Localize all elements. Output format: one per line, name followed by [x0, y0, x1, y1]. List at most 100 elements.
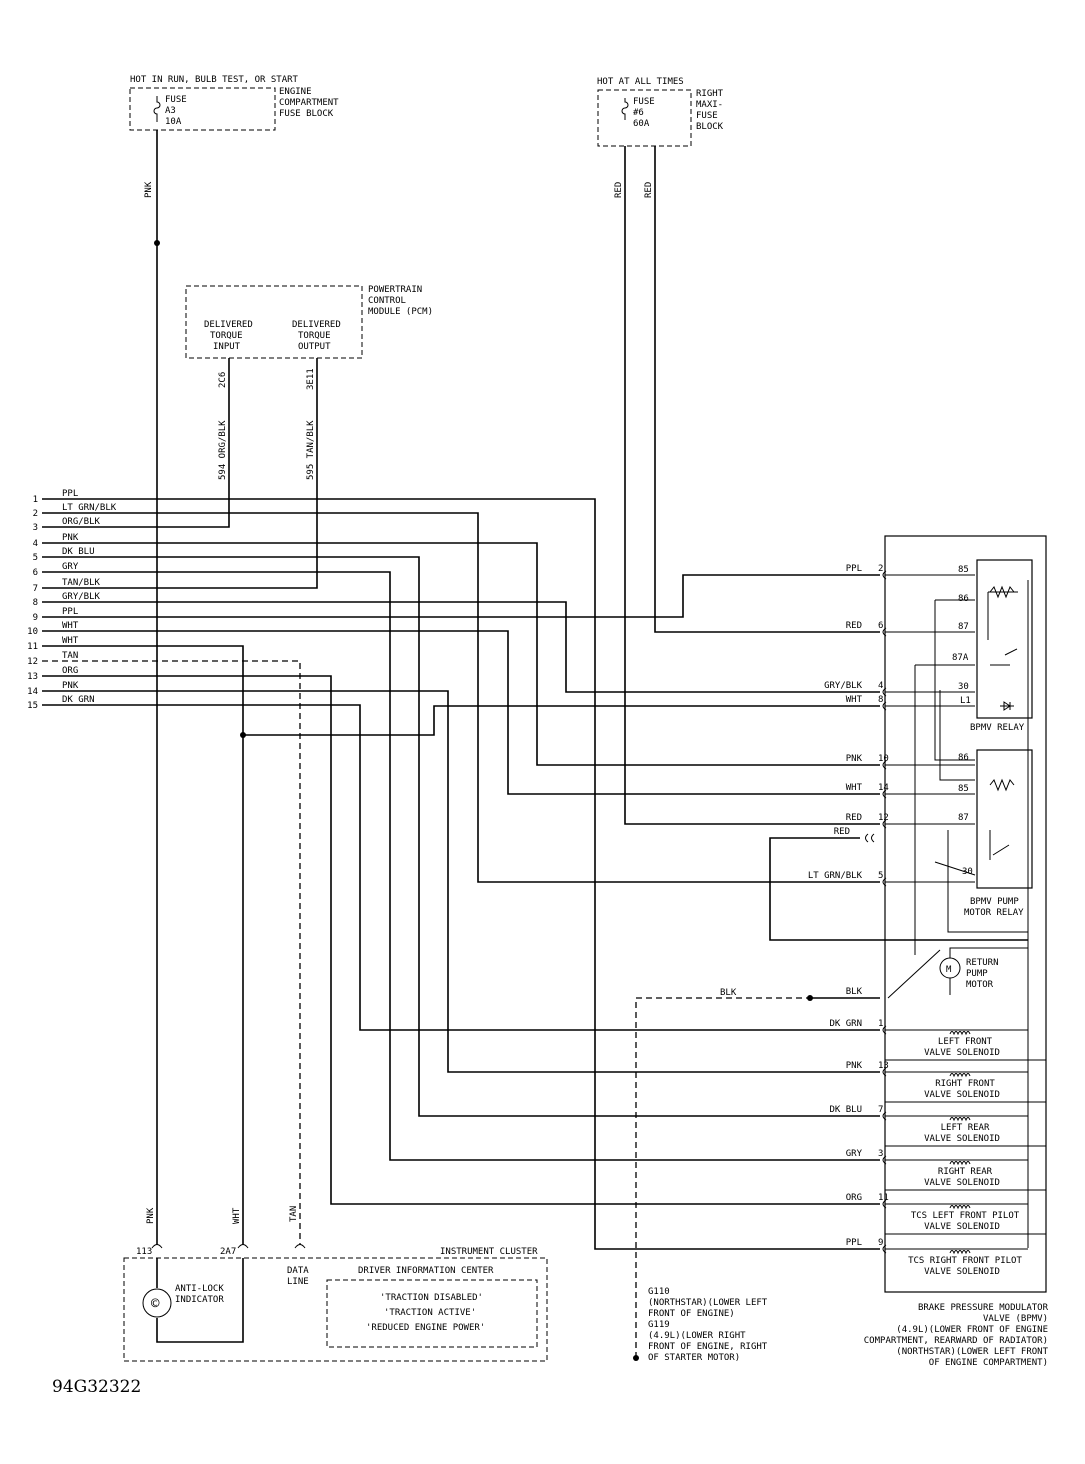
bpmv-wire-color: PNK — [846, 1061, 863, 1071]
bpmv-pin-number: 5 — [878, 871, 883, 881]
bpmv-wire-color: RED — [834, 827, 850, 837]
solenoid-coil-icon — [949, 1031, 971, 1036]
bus-wire-color: PNK — [62, 533, 79, 543]
bus-number: 9 — [33, 613, 38, 623]
fuse-6-block-3: FUSE — [696, 111, 718, 121]
bpmv-relay-switch-icon — [987, 592, 1018, 666]
bpmv-caption-line: BRAKE PRESSURE MODULATOR — [918, 1303, 1049, 1313]
fuse-6-line-2: #6 — [633, 108, 644, 118]
bpmv-wire-color: LT GRN/BLK — [808, 871, 863, 881]
bpmv-pin-number: 2 — [878, 564, 883, 574]
bpmv-relay-pin-87: 87 — [958, 622, 969, 632]
pcm-input-pin: 2C6 — [218, 372, 228, 388]
pcm-section: POWERTRAIN CONTROL MODULE (PCM) DELIVERE… — [185, 285, 433, 480]
cluster-wire-wht: WHT — [232, 1207, 242, 1224]
solenoid-label-1: LEFT FRONT — [938, 1037, 993, 1047]
fuse-a3-line-3: 10A — [165, 117, 182, 127]
pcm-output-1: DELIVERED — [292, 320, 341, 330]
bpmv-relay-coil-icon — [988, 585, 1018, 599]
bus-wire-color: DK GRN — [62, 695, 95, 705]
motor-symbol: M — [946, 965, 952, 975]
bpmv-wire-color: GRY/BLK — [824, 681, 863, 691]
pump-relay-pin-87: 87 — [958, 813, 969, 823]
dic-title: DRIVER INFORMATION CENTER — [358, 1266, 494, 1276]
bpmv-relay-pin-l1: L1 — [960, 696, 971, 706]
solenoid-coil-icon — [949, 1205, 971, 1210]
bpmv-wire-color: PPL — [846, 564, 862, 574]
bpmv-pin-number: 9 — [878, 1238, 883, 1248]
pump-relay-pin-86: 86 — [958, 753, 969, 763]
bus-number: 10 — [27, 627, 38, 637]
pump-relay-switch-icon — [989, 830, 1010, 860]
bus-number: 11 — [27, 642, 38, 652]
bpmv-pin-number: 10 — [878, 754, 889, 764]
solenoid-coil-icon — [949, 1117, 971, 1122]
fuse-6-block-2: MAXI- — [696, 100, 723, 110]
pump-relay-label-2: MOTOR RELAY — [964, 908, 1024, 918]
fuse-6-hot-label: HOT AT ALL TIMES — [597, 77, 684, 87]
bpmv-wire-color: GRY — [846, 1149, 863, 1159]
solenoid-coil-icon — [949, 1073, 971, 1078]
pcm-title-2: CONTROL — [368, 296, 406, 306]
bpmv-wire-color: PPL — [846, 1238, 862, 1248]
bpmv-pin-number: 4 — [878, 681, 883, 691]
solenoid-label-2: VALVE SOLENOID — [924, 1090, 1000, 1100]
solenoid-coil-icon — [949, 1161, 971, 1166]
pump-relay-coil-icon — [989, 778, 1015, 792]
bpmv-wire-color: BLK — [846, 987, 863, 997]
bus-number: 1 — [33, 495, 38, 505]
bus-number: 12 — [27, 657, 38, 667]
solenoid-label-2: VALVE SOLENOID — [924, 1048, 1000, 1058]
data-line-2: LINE — [287, 1277, 309, 1287]
bus-number: 4 — [33, 539, 38, 549]
bus-wire-color: TAN/BLK — [62, 578, 101, 588]
ground-caption-line: (NORTHSTAR)(LOWER LEFT — [648, 1298, 768, 1308]
bpmv-wire-color: RED — [846, 621, 862, 631]
anti-lock-indicator-icon — [142, 1288, 172, 1318]
solenoid-label-2: VALVE SOLENOID — [924, 1134, 1000, 1144]
bus-number: 7 — [33, 584, 38, 594]
pump-relay-pin-30: 30 — [962, 867, 973, 877]
bpmv-pin-number: 13 — [878, 1061, 889, 1071]
pcm-input-3: INPUT — [213, 342, 241, 352]
bus-wire-color: ORG — [62, 666, 78, 676]
bpmv-wire-color: WHT — [846, 783, 863, 793]
cluster-wire-tan: TAN — [289, 1206, 299, 1222]
pcm-title-1: POWERTRAIN — [368, 285, 422, 295]
bus-wire-color: TAN — [62, 651, 78, 661]
bus-wire-color: PNK — [62, 681, 79, 691]
bpmv-relay-pin-30: 30 — [958, 682, 969, 692]
fuse-6-wire-a: RED — [614, 182, 624, 198]
bus-number: 6 — [33, 568, 38, 578]
bpmv-pin-number: 3 — [878, 1149, 883, 1159]
solenoid-label-1: TCS RIGHT FRONT PILOT — [908, 1256, 1022, 1266]
fuse-6-block-4: BLOCK — [696, 122, 724, 132]
bpmv-wire-color: WHT — [846, 695, 863, 705]
data-line-1: DATA — [287, 1266, 309, 1276]
pump-relay-box — [976, 749, 1033, 889]
pcm-output-3: OUTPUT — [298, 342, 331, 352]
fuse-6-line-1: FUSE — [633, 97, 655, 107]
bus-wire-color: GRY — [62, 562, 79, 572]
bus-number: 13 — [27, 672, 38, 682]
bus-number: 8 — [33, 598, 38, 608]
instrument-cluster: INSTRUMENT CLUSTER 113 2A7 PNK WHT TAN D… — [123, 1206, 548, 1362]
fuse-6-section: HOT AT ALL TIMES FUSE #6 60A RIGHT MAXI-… — [597, 77, 724, 198]
bus-number: 5 — [33, 553, 38, 563]
bpmv-relay-pin-85: 85 — [958, 565, 969, 575]
bpmv-relay-diode-icon — [1000, 701, 1014, 711]
pcm-output-wire: 595 TAN/BLK — [306, 420, 316, 480]
bus-number: 3 — [33, 523, 38, 533]
bpmv-caption-line: COMPARTMENT, REARWARD OF RADIATOR) — [864, 1336, 1048, 1346]
pcm-output-2: TORQUE — [298, 331, 331, 341]
bpmv-wire-color: ORG — [846, 1193, 862, 1203]
ground-caption-line: FRONT OF ENGINE, RIGHT — [648, 1342, 768, 1352]
solenoid-label-1: RIGHT REAR — [938, 1167, 993, 1177]
solenoid-label-1: LEFT REAR — [941, 1123, 990, 1133]
solenoid-label-2: VALVE SOLENOID — [924, 1267, 1000, 1277]
dic-message-1: 'TRACTION DISABLED' — [380, 1293, 483, 1303]
